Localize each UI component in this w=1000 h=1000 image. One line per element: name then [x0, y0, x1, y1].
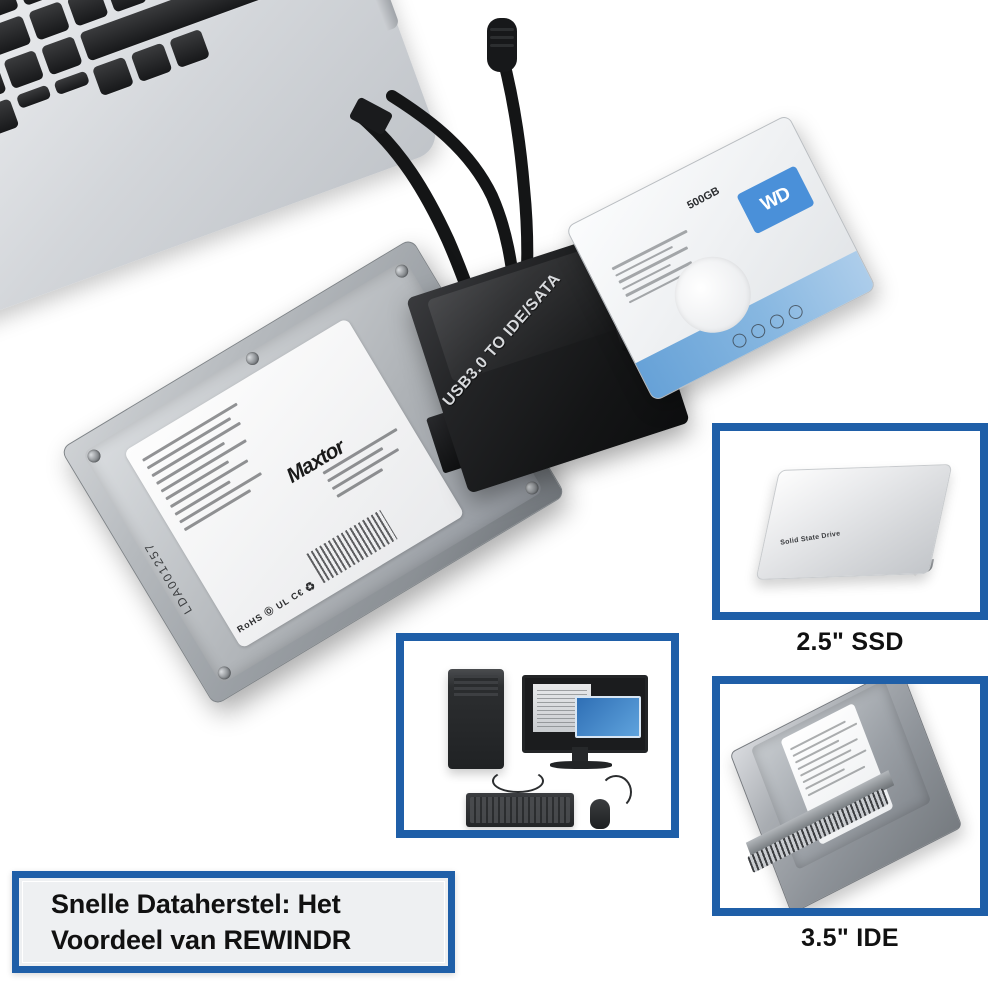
monitor-base	[550, 761, 612, 769]
card-pc-photo	[404, 641, 671, 830]
keyboard-key	[168, 28, 211, 69]
wd-capacity-text: 500GB	[685, 184, 722, 212]
ssd-top-casing	[755, 464, 953, 580]
caption-line-2: Voordeel van REWINDR	[51, 925, 352, 955]
ide-product-image	[720, 684, 980, 908]
keyboard-arrow-key	[15, 84, 52, 110]
keyboard-arrow-key	[53, 70, 91, 96]
keyboard-key	[41, 35, 84, 76]
card-ide-caption: 3.5" IDE	[801, 924, 899, 952]
caption-line-1: Snelle Dataherstel: Het	[51, 888, 341, 919]
keyboard-key	[91, 56, 134, 97]
keyboard-key	[0, 98, 20, 139]
caption-banner: Snelle Dataherstel: Het Voordeel van REW…	[12, 871, 455, 973]
wd-brand-logo: WD	[736, 165, 815, 235]
ssd-product-image: Solid State Drive	[720, 431, 980, 612]
keyboard-key	[130, 42, 173, 83]
keyboard-key	[66, 0, 109, 27]
mouse-cable	[600, 775, 632, 809]
card-ssd-caption: 2.5" SSD	[796, 628, 904, 656]
ferrite-ridge	[490, 44, 514, 47]
ferrite-bead	[487, 18, 517, 72]
monitor-blue-window	[575, 696, 641, 738]
pc-monitor	[522, 675, 648, 753]
keyboard-cable	[492, 769, 544, 793]
card-ssd: Solid State Drive	[712, 423, 988, 620]
ferrite-ridge	[490, 28, 514, 31]
pc-product-image	[404, 641, 671, 830]
card-ide-photo	[720, 684, 980, 908]
keyboard-key	[28, 0, 71, 41]
monitor-stand	[572, 747, 588, 763]
laptop-keyboard	[0, 0, 388, 206]
pc-mouse	[590, 799, 610, 829]
card-ide	[712, 676, 988, 916]
pc-keyboard	[466, 793, 574, 827]
caption-text: Snelle Dataherstel: Het Voordeel van REW…	[19, 878, 448, 966]
ferrite-ridge	[490, 36, 514, 39]
card-desktop-pc	[396, 633, 679, 838]
card-ssd-photo: Solid State Drive	[720, 431, 980, 612]
pc-tower	[448, 669, 504, 769]
keyboard-key	[2, 49, 45, 90]
cable-strand-right	[492, 34, 534, 298]
